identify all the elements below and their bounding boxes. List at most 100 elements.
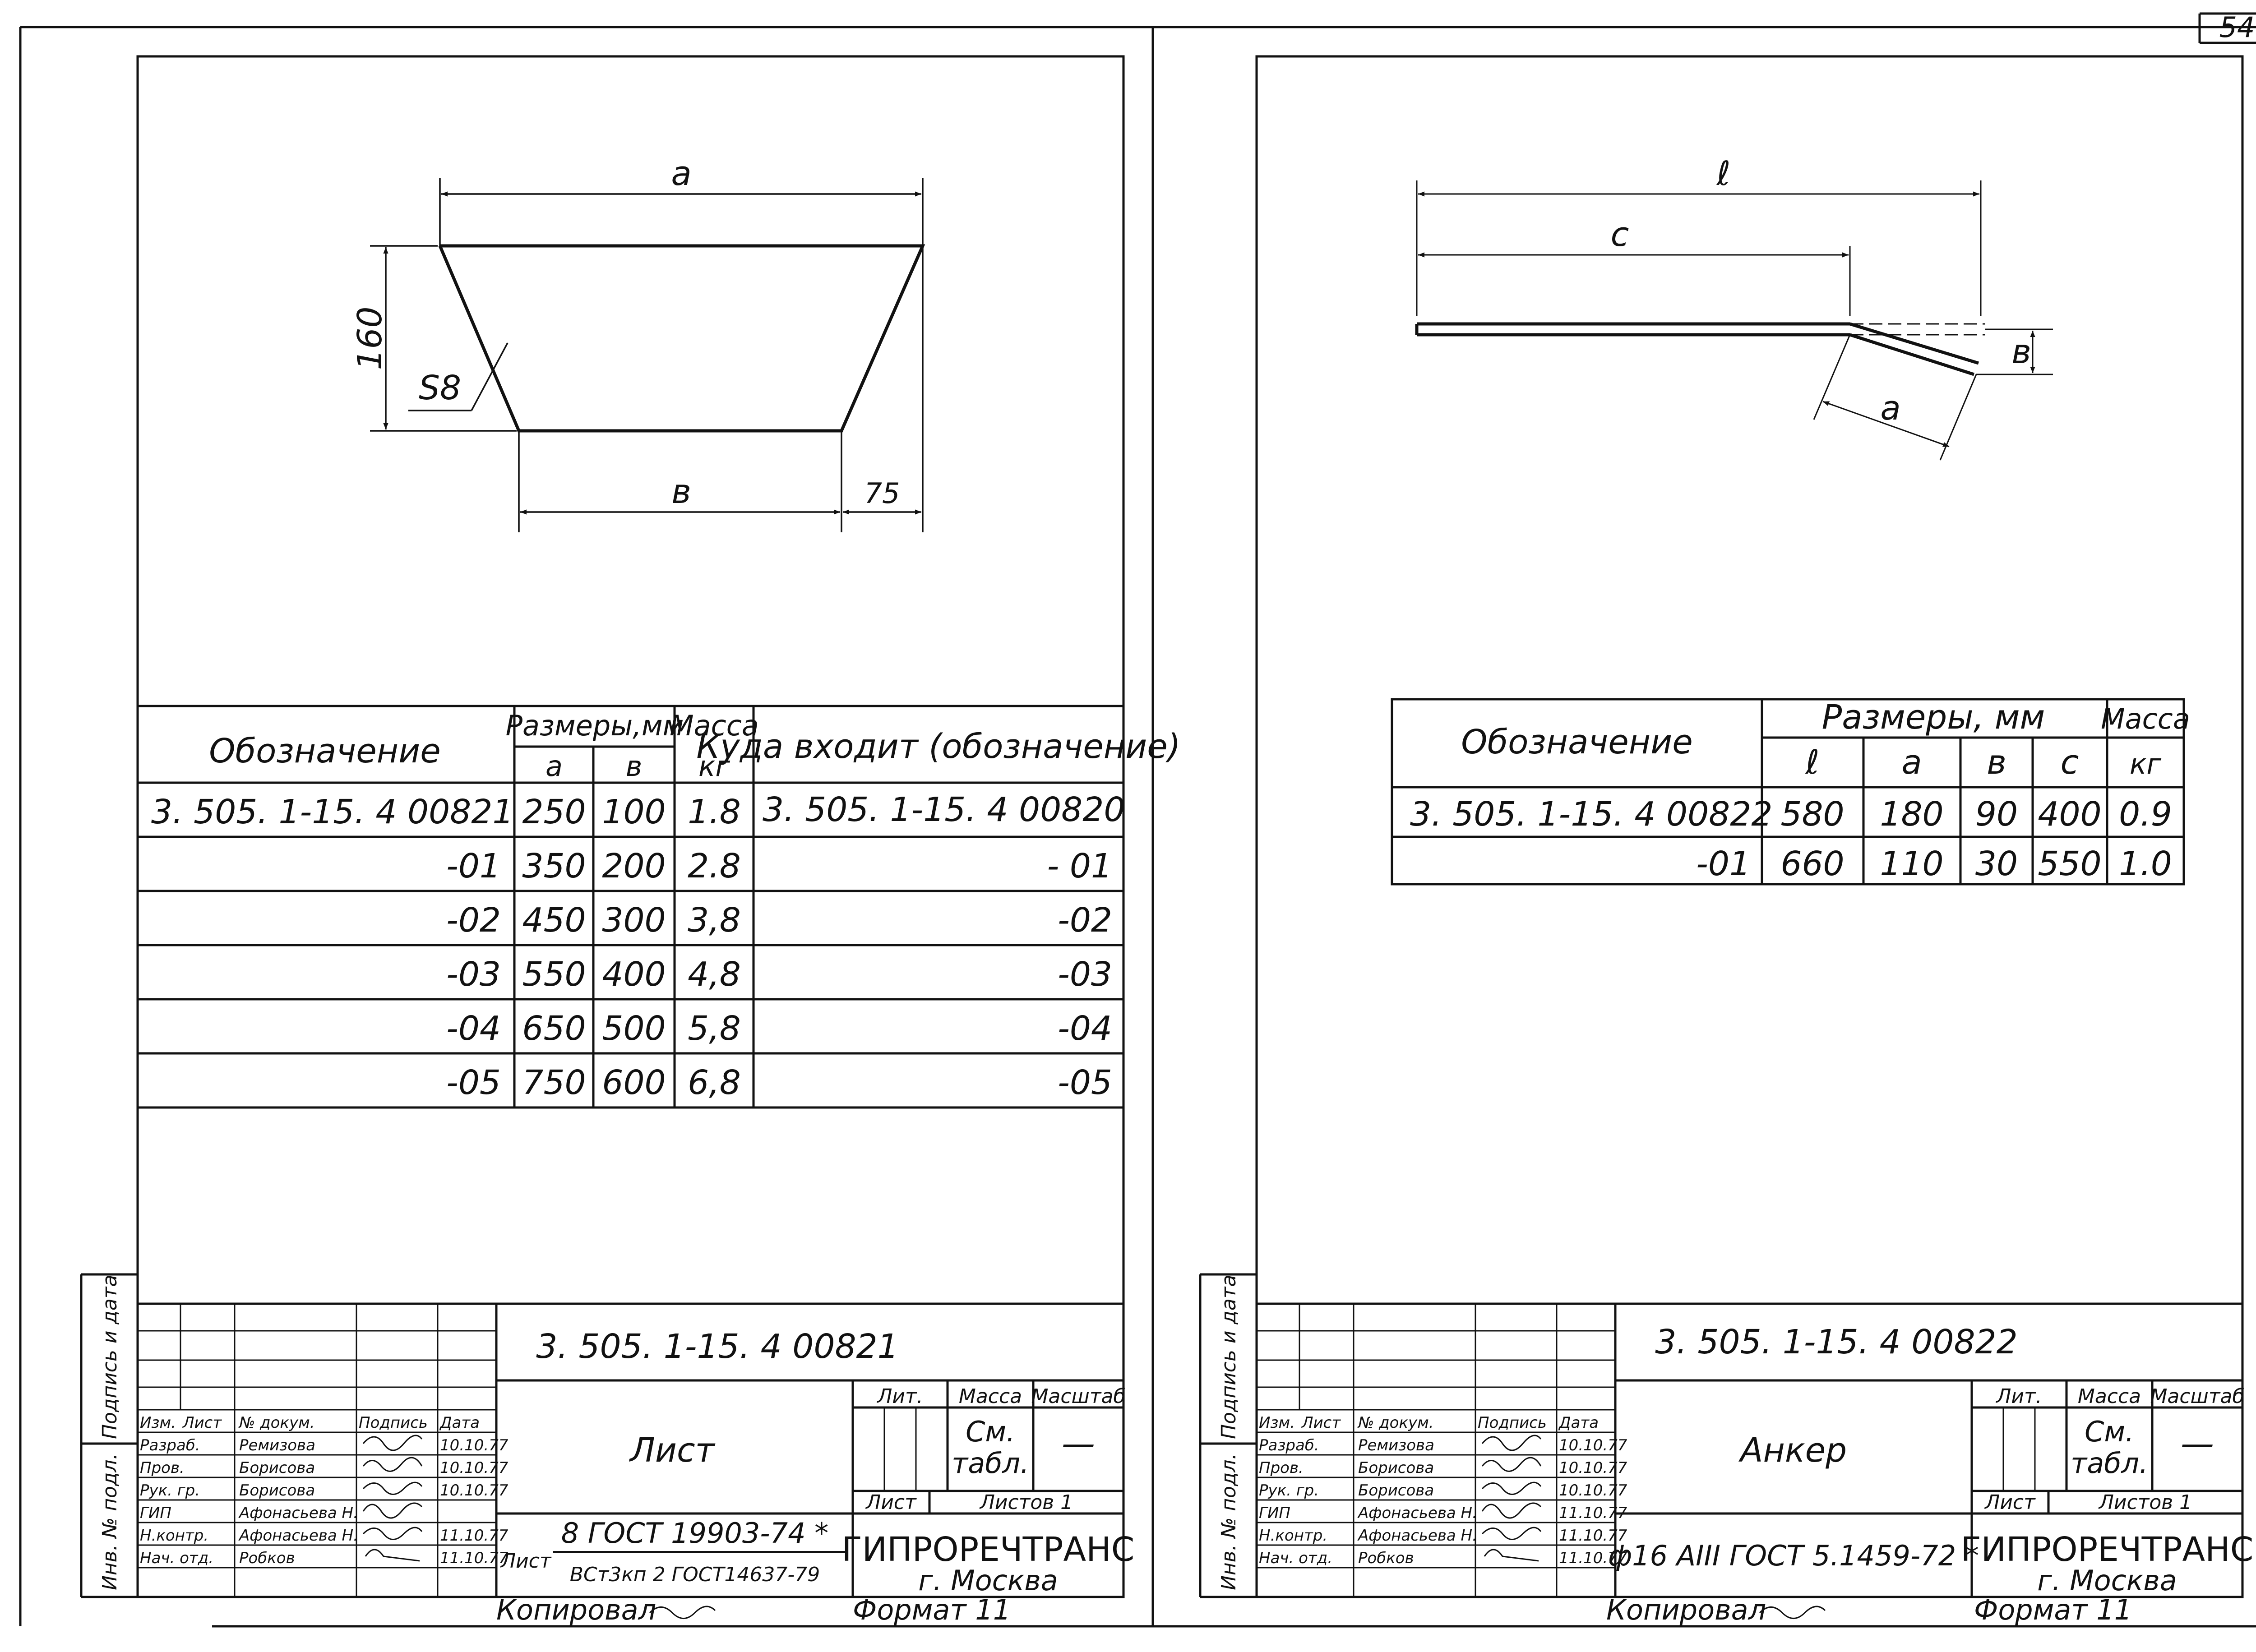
svg-text:10.10.77: 10.10.77 [1559,1481,1627,1500]
svg-text:Рук. гр.: Рук. гр. [140,1481,200,1500]
dim-a: a [1880,389,1900,428]
anchor-spec-table: Обозначение Размеры, мм Масса ℓ a в c кг… [1391,698,2190,886]
signature-row: Рук. гр. Борисова 10.10.77 [140,1481,509,1500]
svg-text:Лист: Лист [182,1414,222,1432]
table-row: -02 450 300 3,8 -02 [446,901,1112,940]
table-header-b: в [626,750,643,783]
copier-signature [649,1606,716,1619]
signature-row: Разраб. Ремизова 10.10.77 [1259,1436,1627,1454]
svg-text:-02: -02 [446,901,501,940]
left-sheet: Подпись и дата Инв. № подл. [80,55,1181,1626]
svg-text:Рук. гр.: Рук. гр. [1259,1481,1319,1500]
svg-text:11.10.77: 11.10.77 [440,1549,509,1567]
svg-text:-04: -04 [446,1009,501,1048]
svg-text:—: — [1062,1424,1095,1463]
dim-thickness: S8 [419,369,461,407]
organization-name: ГИПРОРЕЧТРАНС [1961,1530,2254,1569]
outer-frame [19,12,2256,1628]
svg-text:110: 110 [1880,844,1943,883]
svg-text:10.10.77: 10.10.77 [1559,1436,1627,1454]
svg-text:Афонасьева Н.: Афонасьева Н. [1357,1527,1477,1545]
svg-text:Робков: Робков [239,1549,295,1567]
svg-text:180: 180 [1880,795,1943,834]
title-block: 3. 505. 1-15. 4 00822 Анкер Лит. Масса М… [1257,1302,2254,1597]
svg-text:1.8: 1.8 [688,793,741,831]
svg-text:0.9: 0.9 [2119,795,2172,834]
table-header-sizes: Размеры,мм [506,709,684,742]
format-label: Формат 11 [853,1593,1011,1626]
dim-b: в [2011,332,2031,371]
svg-text:300: 300 [602,901,666,940]
svg-text:Н.контр.: Н.контр. [1259,1527,1327,1545]
svg-text:Изм.: Изм. [1259,1414,1295,1432]
plate-spec-table: Обозначение Размеры,мм a в Масса кг Куда… [138,705,1181,1109]
svg-text:400: 400 [602,955,666,994]
side-label-signature: Подпись и дата [98,1275,121,1439]
svg-text:100: 100 [602,793,666,831]
svg-text:Масштаб: Масштаб [1031,1385,1125,1408]
svg-text:11.10.77: 11.10.77 [440,1527,509,1545]
table-row: -03 550 400 4,8 -03 [446,955,1112,994]
svg-text:г. Москва: г. Москва [918,1564,1058,1597]
svg-text:ГИП: ГИП [1259,1504,1290,1522]
svg-text:650: 650 [522,1009,586,1048]
svg-text:3. 505. 1-15. 4 00820: 3. 505. 1-15. 4 00820 [763,790,1125,829]
svg-text:-04: -04 [1058,1009,1112,1048]
anchor-drawing: ℓ c в a [1415,154,2053,461]
signature-row: Н.контр. Афонасьева Н. 11.10.77 [1259,1527,1627,1545]
svg-text:Подпись: Подпись [1478,1414,1547,1432]
svg-text:2.8: 2.8 [688,847,741,886]
svg-text:Изм.: Изм. [140,1414,176,1432]
document-name: Лист [629,1431,715,1470]
svg-text:11.10.77: 11.10.77 [1559,1527,1627,1545]
svg-text:См.: См. [966,1415,1015,1448]
svg-text:-03: -03 [446,955,501,994]
svg-text:Н.контр.: Н.контр. [140,1527,208,1545]
title-block: 3. 505. 1-15. 4 00821 Лист Лит. Масса Ма… [138,1302,1134,1597]
svg-text:Масса: Масса [959,1385,1022,1408]
svg-text:-03: -03 [1058,955,1112,994]
svg-text:Дата: Дата [439,1414,480,1432]
svg-text:11.10.77: 11.10.77 [1559,1504,1627,1522]
table-row: -04 650 500 5,8 -04 [446,1009,1112,1048]
signature-scribbles [362,1435,423,1562]
svg-text:Разраб.: Разраб. [140,1436,200,1454]
svg-text:400: 400 [2038,795,2101,834]
svg-text:Пров.: Пров. [1259,1459,1304,1477]
right-sheet: Подпись и дата Инв. № подл. [1199,55,2254,1626]
signature-row: Пров. Борисова 10.10.77 [140,1459,509,1477]
svg-text:Нач. отд.: Нач. отд. [1259,1549,1332,1567]
svg-text:Лит.: Лит. [1995,1385,2042,1408]
svg-text:Лист: Лист [865,1491,917,1514]
signature-scribbles [1481,1435,1542,1562]
svg-text:3. 505. 1-15. 4 00822: 3. 505. 1-15. 4 00822 [1410,795,1772,834]
svg-text:Ремизова: Ремизова [239,1436,315,1454]
svg-text:ГИП: ГИП [140,1504,171,1522]
svg-text:550: 550 [522,955,586,994]
dim-b: в [671,472,691,511]
svg-text:Борисова: Борисова [239,1481,315,1500]
svg-text:Масса: Масса [2078,1385,2141,1408]
signature-row: ГИП Афонасьева Н. 11.10.77 [1259,1504,1627,1522]
svg-text:табл.: табл. [952,1447,1029,1480]
svg-text:550: 550 [2038,844,2101,883]
table-row: -05 750 600 6,8 -05 [446,1063,1112,1102]
material-spec-line2: ВСт3кп 2 ГОСТ14637-79 [570,1563,820,1586]
svg-text:1.0: 1.0 [2119,844,2172,883]
table-header-designation: Обозначение [1461,723,1692,761]
signature-row: Нач. отд. Робков 11.10.77 [1259,1549,1627,1567]
svg-text:30: 30 [1975,844,2018,883]
svg-text:90: 90 [1975,795,2018,834]
svg-text:11.10.77: 11.10.77 [1559,1549,1627,1567]
signature-row: ГИП Афонасьева Н. [140,1504,358,1522]
svg-text:3,8: 3,8 [688,901,741,940]
svg-text:4,8: 4,8 [688,955,741,994]
svg-text:200: 200 [602,847,666,886]
svg-text:3. 505. 1-15. 4 00821: 3. 505. 1-15. 4 00821 [151,793,513,831]
table-row: -01 350 200 2.8 - 01 [446,847,1112,886]
table-header-designation: Обозначение [209,732,440,771]
svg-text:-01: -01 [1696,844,1751,883]
material-spec-line1: 8 ГОСТ 19903-74 * [561,1517,829,1550]
table-header-a: a [546,750,563,783]
svg-text:Листов 1: Листов 1 [979,1491,1073,1514]
